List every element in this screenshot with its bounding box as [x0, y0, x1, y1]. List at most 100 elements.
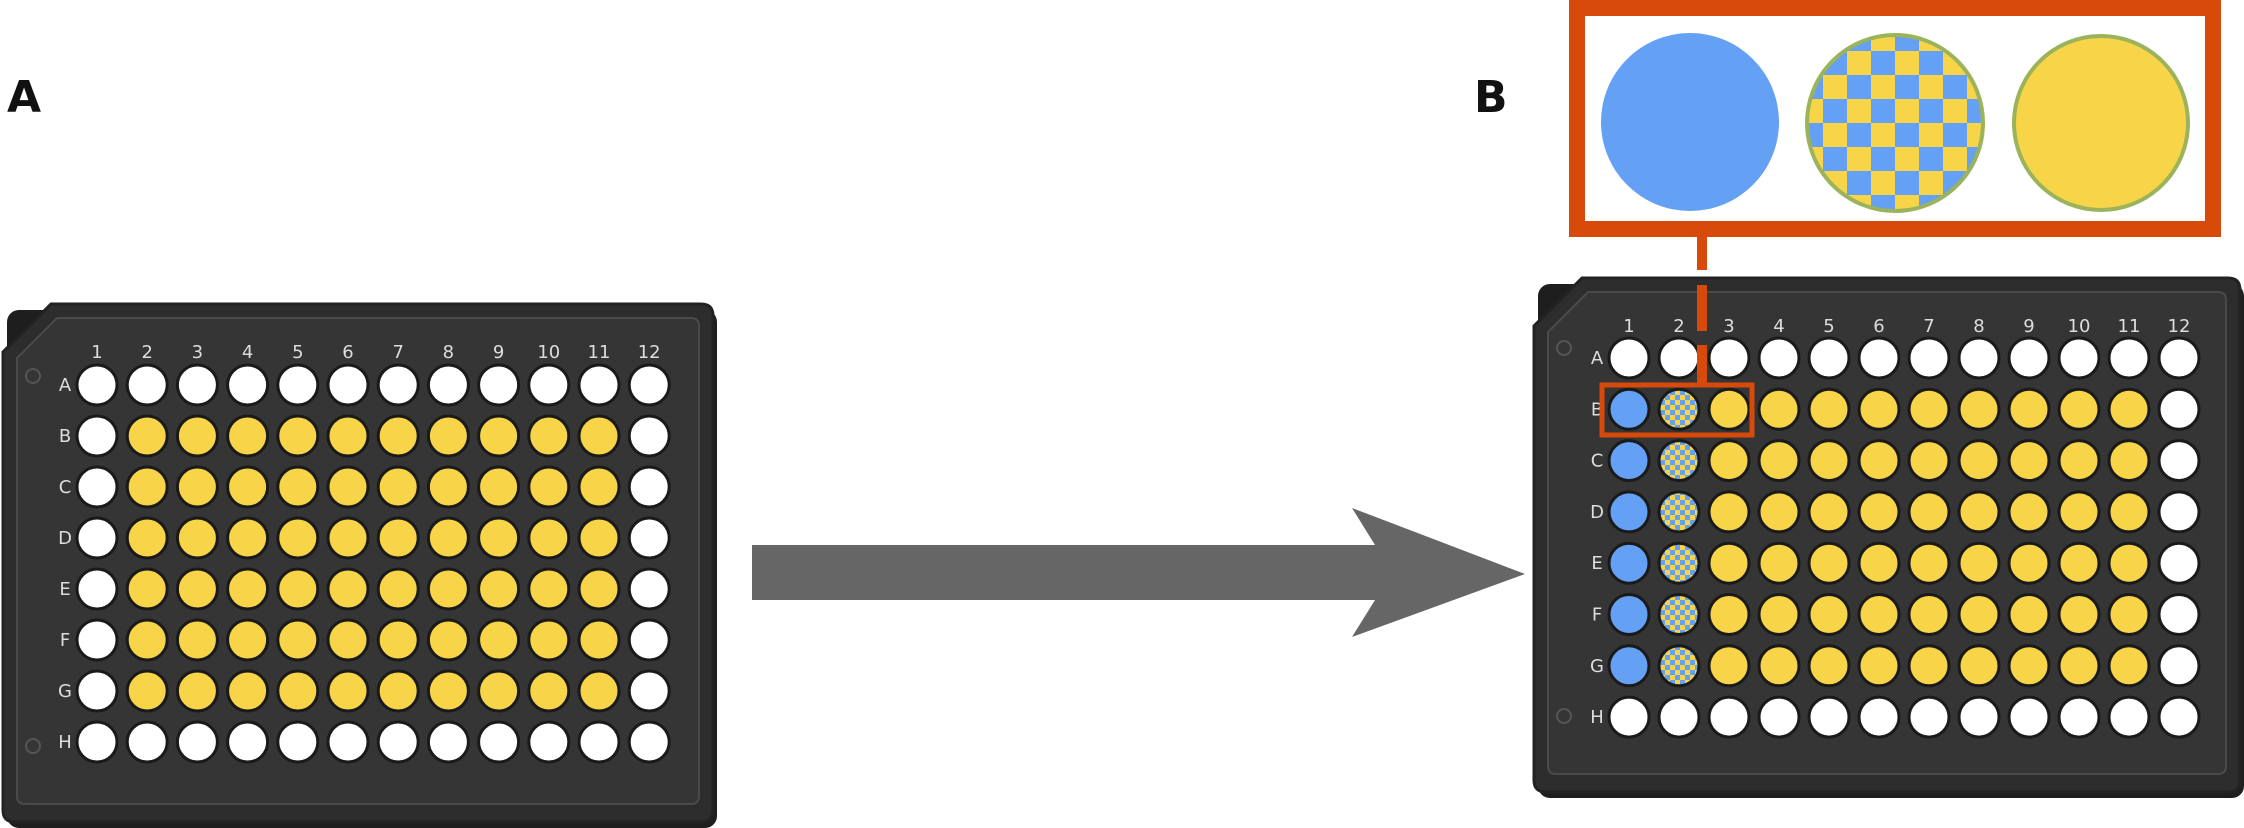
well-yellow	[1757, 439, 1801, 483]
well-yellow	[226, 669, 270, 713]
well-empty	[2157, 490, 2201, 534]
well-yellow	[125, 516, 169, 560]
well-yellow	[1757, 644, 1801, 688]
plate-b-notch	[1556, 340, 1572, 356]
well-yellow	[326, 516, 370, 560]
well-empty	[627, 465, 671, 509]
well-yellow	[226, 414, 270, 458]
column-label: 11	[588, 342, 611, 363]
well-yellow	[2007, 593, 2051, 636]
well-empty	[627, 720, 671, 764]
well-yellow	[2007, 644, 2051, 688]
well-empty	[75, 363, 119, 407]
well-empty	[627, 618, 671, 662]
well-empty	[627, 363, 671, 407]
well-yellow	[175, 567, 219, 611]
well-yellow	[527, 669, 571, 713]
well-yellow	[1807, 644, 1851, 688]
column-label: 5	[292, 342, 303, 363]
column-label: 7	[392, 342, 403, 363]
well-yellow	[577, 669, 621, 713]
well-empty	[1857, 336, 1901, 380]
well-yellow	[2107, 644, 2151, 688]
row-label: H	[58, 732, 72, 753]
connector-line	[1697, 345, 1707, 385]
well-empty	[376, 363, 420, 407]
well-yellow	[2107, 490, 2151, 534]
well-yellow	[125, 567, 169, 611]
well-empty	[1757, 695, 1801, 739]
well-empty	[1807, 336, 1851, 380]
well-empty	[75, 669, 119, 713]
well-yellow	[1957, 593, 2001, 636]
well-yellow	[1707, 644, 1751, 688]
well-yellow	[477, 567, 521, 611]
well-yellow	[1957, 541, 2001, 585]
well-yellow	[2057, 644, 2101, 688]
well-yellow	[1957, 644, 2001, 688]
well-yellow	[1957, 490, 2001, 534]
well-yellow	[276, 516, 320, 560]
well-yellow	[376, 414, 420, 458]
column-label: 1	[1623, 316, 1634, 337]
row-label: C	[1591, 451, 1604, 472]
plate-b-notch	[1556, 708, 1572, 724]
well-empty	[2057, 695, 2101, 739]
well-empty	[1657, 336, 1701, 380]
well-empty	[75, 720, 119, 764]
row-label: G	[58, 681, 72, 702]
inset-well-checkered	[1805, 33, 1985, 213]
row-label: E	[1591, 553, 1602, 574]
well-yellow	[577, 618, 621, 662]
well-yellow	[1757, 541, 1801, 585]
well-empty	[75, 465, 119, 509]
well-empty	[1857, 695, 1901, 739]
well-yellow	[326, 414, 370, 458]
well-yellow	[1957, 439, 2001, 483]
well-yellow	[1907, 593, 1951, 636]
well-yellow	[226, 516, 270, 560]
column-label: 8	[1973, 316, 1984, 337]
row-label: C	[59, 477, 72, 498]
well-yellow	[1907, 439, 1951, 483]
well-yellow	[2007, 439, 2051, 483]
well-empty	[175, 720, 219, 764]
well-yellow	[276, 669, 320, 713]
connector-line	[1697, 232, 1707, 270]
well-empty	[2107, 695, 2151, 739]
well-yellow	[2057, 593, 2101, 636]
column-label: 9	[2023, 316, 2034, 337]
well-yellow	[426, 516, 470, 560]
inset-well-blue	[1601, 33, 1779, 211]
well-empty	[477, 363, 521, 407]
panel-b-label: B	[1474, 72, 1508, 123]
well-yellow	[326, 465, 370, 509]
well-empty	[75, 567, 119, 611]
well-yellow	[1957, 387, 2001, 431]
well-yellow	[1907, 644, 1951, 688]
column-label: 10	[537, 342, 560, 363]
column-label: 3	[192, 342, 203, 363]
well-yellow	[2057, 439, 2101, 483]
column-label: 6	[1873, 316, 1884, 337]
well-empty	[276, 363, 320, 407]
well-yellow	[326, 669, 370, 713]
column-label: 2	[1673, 316, 1684, 337]
well-empty	[577, 720, 621, 764]
well-yellow	[175, 414, 219, 458]
column-label: 10	[2068, 316, 2091, 337]
column-label: 12	[2168, 316, 2191, 337]
well-yellow	[2107, 593, 2151, 636]
well-yellow	[1807, 490, 1851, 534]
well-yellow	[2007, 541, 2051, 585]
well-empty	[2107, 336, 2151, 380]
well-empty	[125, 720, 169, 764]
well-empty	[1757, 336, 1801, 380]
well-yellow	[426, 567, 470, 611]
inset-zoom	[1569, 0, 2221, 237]
well-yellow	[2057, 541, 2101, 585]
well-yellow	[376, 618, 420, 662]
well-yellow	[376, 516, 420, 560]
